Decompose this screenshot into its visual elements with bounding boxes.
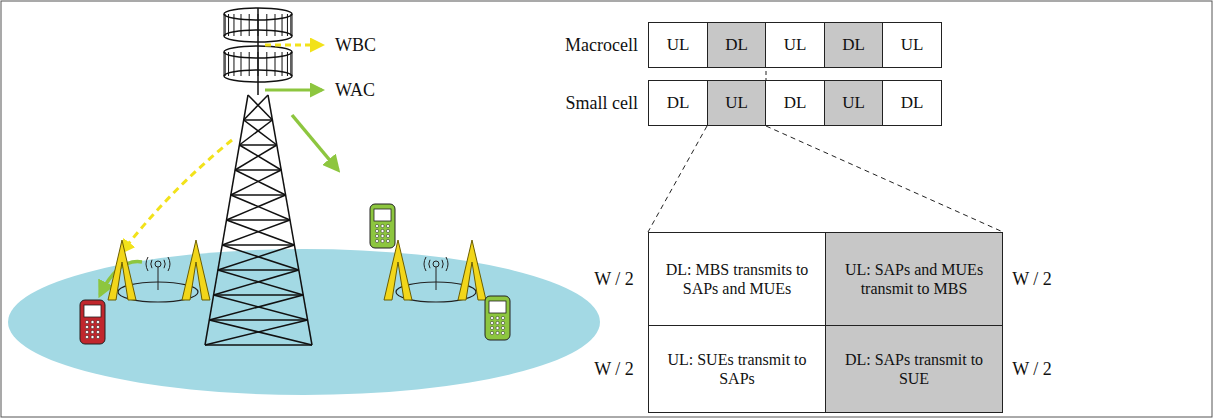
tdd-slot: UL: [824, 80, 884, 126]
row-label: Macrocell: [565, 35, 638, 56]
tdd-slot: UL: [707, 80, 767, 126]
bandwidth-label: W / 2: [1012, 269, 1052, 290]
slot-text: UL: [893, 35, 932, 55]
slot-text: UL: SUEs transmit to SAPs: [649, 350, 825, 388]
access-arrow: [292, 115, 338, 170]
subband-cell: UL: SAPs and MUEs transmit to MBS: [825, 232, 1003, 326]
small-access-points: [108, 240, 486, 302]
slot-text: UL: [717, 93, 756, 113]
tdd-slot: DL: [648, 80, 708, 126]
legend-text: WBC: [335, 35, 376, 56]
slot-text: UL: [776, 35, 815, 55]
zoom-line: [766, 126, 1003, 232]
slot-text: DL: [893, 93, 932, 113]
slot-text: DL: SAPs transmit to SUE: [826, 350, 1002, 388]
slot-text: DL: [659, 93, 698, 113]
tdd-slot: DL: [824, 22, 884, 68]
tdd-slot: DL: [882, 80, 942, 126]
legend-text: WAC: [335, 80, 375, 101]
bandwidth-label: W / 2: [594, 359, 634, 380]
subband-cell: UL: SUEs transmit to SAPs: [648, 325, 826, 413]
tdd-slot: DL: [707, 22, 767, 68]
zoom-line: [648, 126, 707, 232]
tdd-slot: UL: [765, 22, 825, 68]
legend-solid-arrow: [265, 89, 322, 92]
slot-text: DL: MBS transmits to SAPs and MUEs: [649, 260, 825, 298]
slot-text: DL: [776, 93, 815, 113]
backhaul-arrow: [122, 140, 232, 252]
slot-text: UL: [834, 93, 873, 113]
slot-text: DL: [834, 35, 873, 55]
subband-cell: DL: SAPs transmit to SUE: [825, 325, 1003, 413]
slot-text: UL: [659, 35, 698, 55]
coverage-area: [8, 249, 600, 395]
row-label: Small cell: [566, 93, 638, 114]
user-phones: [80, 204, 510, 344]
subband-cell: DL: MBS transmits to SAPs and MUEs: [648, 232, 826, 326]
tdd-slot: DL: [765, 80, 825, 126]
macro-tower: [205, 8, 312, 345]
slot-text: UL: SAPs and MUEs transmit to MBS: [826, 260, 1002, 298]
legend-dashed-arrow: [265, 44, 322, 47]
slot-text: DL: [717, 35, 756, 55]
tdd-slot: UL: [882, 22, 942, 68]
tdd-slot: UL: [648, 22, 708, 68]
bandwidth-label: W / 2: [594, 269, 634, 290]
bandwidth-label: W / 2: [1012, 359, 1052, 380]
